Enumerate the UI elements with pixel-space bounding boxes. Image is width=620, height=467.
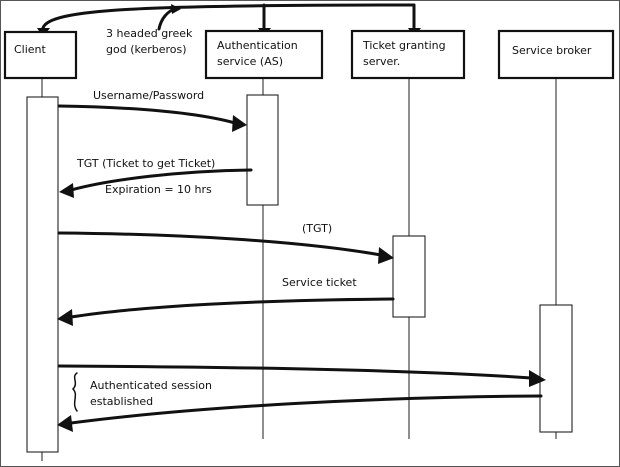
- activation-tgs: [392, 235, 426, 318]
- message-service-ticket-label: Service ticket: [282, 276, 357, 289]
- kerberos-annotation: 3 headed greek god (kerberos): [106, 27, 196, 56]
- participant-broker-label: Service broker: [512, 44, 592, 57]
- participant-tgs: Ticket granting server.: [350, 29, 466, 80]
- activation-client: [26, 96, 59, 453]
- message-expiration-label: Expiration = 10 hrs: [105, 183, 212, 196]
- participant-broker: Service broker: [497, 29, 615, 80]
- message-username-password: Username/Password: [57, 89, 247, 132]
- message-tgt-label: TGT (Ticket to get Ticket): [76, 157, 215, 170]
- session-note: Authenticated session established: [90, 379, 215, 408]
- message-tgt-to-tgs-label: (TGT): [302, 222, 332, 235]
- activation-as: [246, 94, 279, 206]
- message-service-ticket: Service ticket: [57, 276, 395, 326]
- session-brace: [71, 372, 78, 412]
- participant-client-label: Client: [14, 43, 47, 56]
- participant-as-label: Authentication service (AS): [217, 39, 301, 68]
- message-username-password-label: Username/Password: [93, 89, 204, 102]
- activation-broker: [539, 304, 573, 433]
- message-tgt-to-tgs: (TGT): [57, 222, 394, 264]
- participant-tgs-label: Ticket granting server.: [362, 39, 449, 68]
- participant-client: Client: [3, 30, 78, 80]
- message-from-broker: [57, 394, 543, 432]
- participant-as: Authentication service (AS): [204, 29, 324, 80]
- message-to-broker: [57, 364, 546, 387]
- kerberos-arrowhead-annotation: [171, 4, 181, 14]
- message-tgt-response: TGT (Ticket to get Ticket) Expiration = …: [59, 157, 253, 198]
